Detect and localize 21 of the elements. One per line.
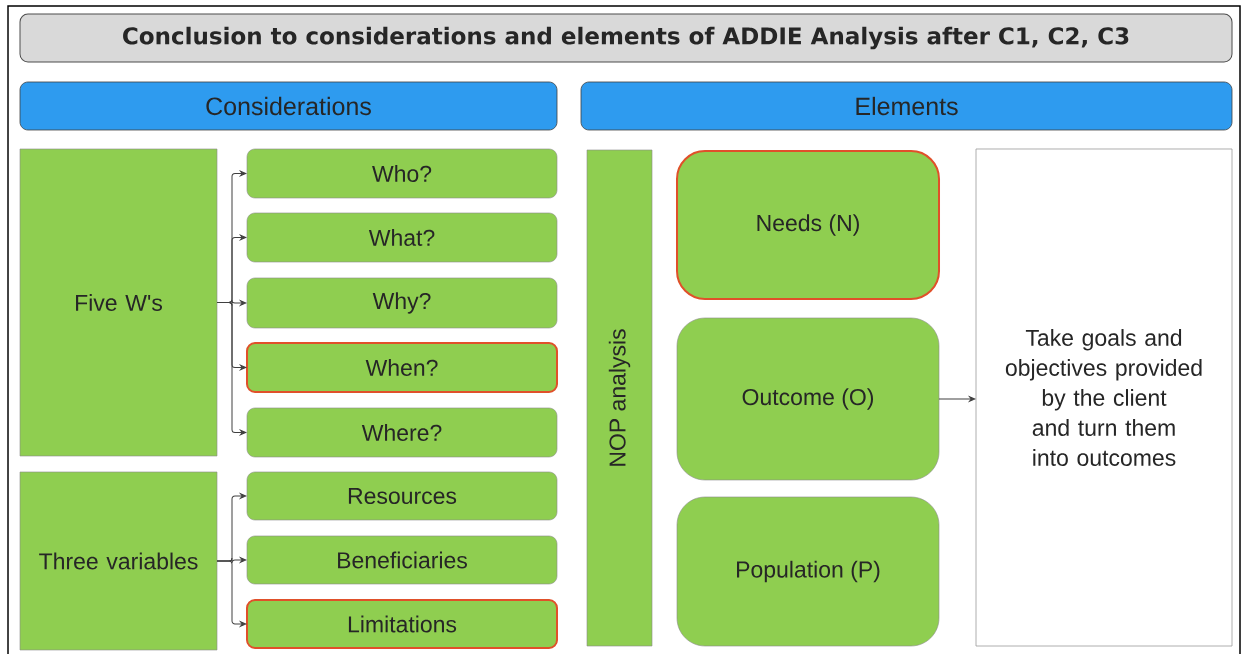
item-box: Resources [246,471,558,521]
element-box: Outcome (O) [676,317,940,481]
arrow [216,302,247,436]
group-box: Five W's [19,148,218,457]
item-box: Beneficiaries [246,535,558,585]
section-header: Elements [580,81,1233,131]
item-box: What? [246,212,558,263]
highlighted-box: When? [246,342,558,393]
vertical-bar: NOP analysis [586,149,653,647]
title-bar: Conclusion to considerations and elements of ADDIE Analysis after C1, C2, C3 [19,13,1233,63]
element-box: Population (P) [676,496,940,647]
item-box: Who? [246,148,558,199]
item-box: Why? [246,277,558,329]
section-header: Considerations [19,81,558,131]
item-box: Where? [246,407,558,458]
arrow [938,396,976,402]
highlighted-box: Needs (N) [676,150,940,300]
highlighted-box: Limitations [246,599,558,649]
group-box: Three variables [19,471,218,651]
arrow [216,560,247,627]
description-box: Take goals and objectives provided by the client and turn them into outcomes [975,148,1233,647]
